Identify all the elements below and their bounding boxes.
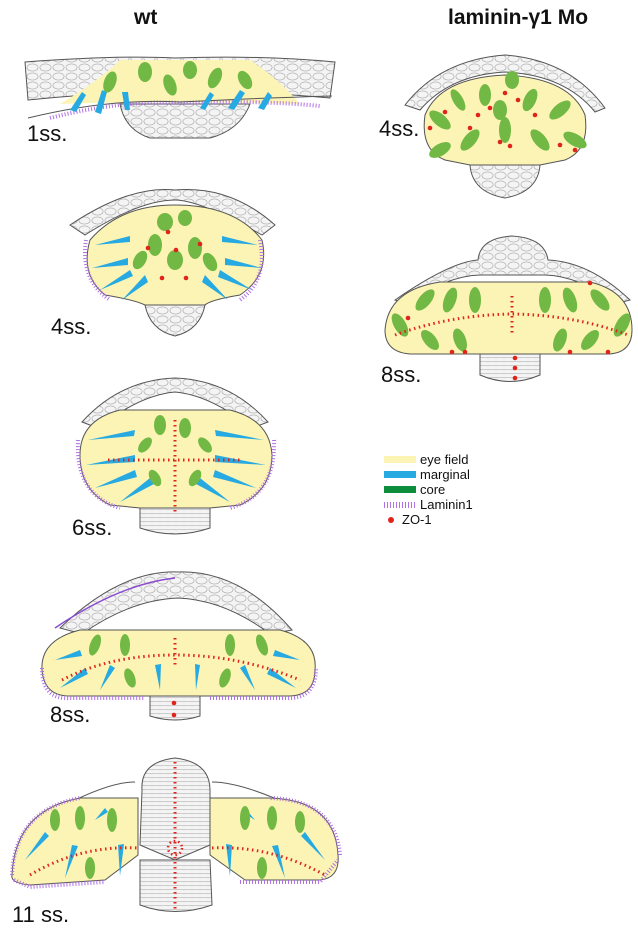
wt-8ss-eye-field bbox=[42, 630, 315, 696]
stage-label-mo-4ss: 4ss. bbox=[379, 116, 419, 142]
wt-6ss-ventral bbox=[140, 508, 210, 534]
wt-11ss-section bbox=[12, 758, 340, 912]
legend-label: marginal bbox=[420, 467, 470, 482]
zo1-dot-icon bbox=[388, 517, 394, 523]
mo-8ss-section bbox=[385, 236, 634, 382]
wt-4ss-ventral bbox=[145, 305, 205, 336]
wt-8ss-section bbox=[42, 572, 316, 720]
marginal-swatch bbox=[384, 471, 416, 478]
legend-label: ZO-1 bbox=[402, 512, 432, 527]
stage-label-wt-11ss: 11 ss. bbox=[12, 902, 69, 928]
stage-label-wt-6ss: 6ss. bbox=[72, 515, 112, 541]
wt-6ss-section bbox=[78, 378, 274, 534]
legend-label: eye field bbox=[420, 452, 468, 467]
legend-item-laminin1: Laminin1 bbox=[384, 497, 473, 512]
laminin1-swatch bbox=[384, 502, 416, 508]
stage-label-wt-4ss: 4ss. bbox=[51, 314, 91, 340]
wt-1ss-section bbox=[25, 57, 335, 138]
core-swatch bbox=[384, 486, 416, 493]
stage-label-wt-1ss: 1ss. bbox=[27, 121, 67, 147]
wt-4ss-section bbox=[70, 189, 275, 336]
legend: eye field marginal core Laminin1 ZO-1 bbox=[384, 452, 473, 527]
mo-4ss-section bbox=[405, 55, 605, 198]
eye-field-swatch bbox=[384, 456, 416, 463]
wt-1ss-keel bbox=[120, 104, 250, 138]
mo-8ss-ventral bbox=[480, 354, 540, 382]
wt-11ss-eye-left bbox=[12, 798, 138, 885]
stage-label-mo-8ss: 8ss. bbox=[381, 362, 421, 388]
legend-item-core: core bbox=[384, 482, 473, 497]
legend-label: core bbox=[420, 482, 445, 497]
legend-label: Laminin1 bbox=[420, 497, 473, 512]
wt-8ss-neural-keel bbox=[60, 572, 292, 634]
legend-item-zo1: ZO-1 bbox=[384, 512, 473, 527]
legend-item-marginal: marginal bbox=[384, 467, 473, 482]
legend-item-eye-field: eye field bbox=[384, 452, 473, 467]
stage-label-wt-8ss: 8ss. bbox=[50, 702, 90, 728]
mo-4ss-ventral bbox=[470, 165, 540, 198]
